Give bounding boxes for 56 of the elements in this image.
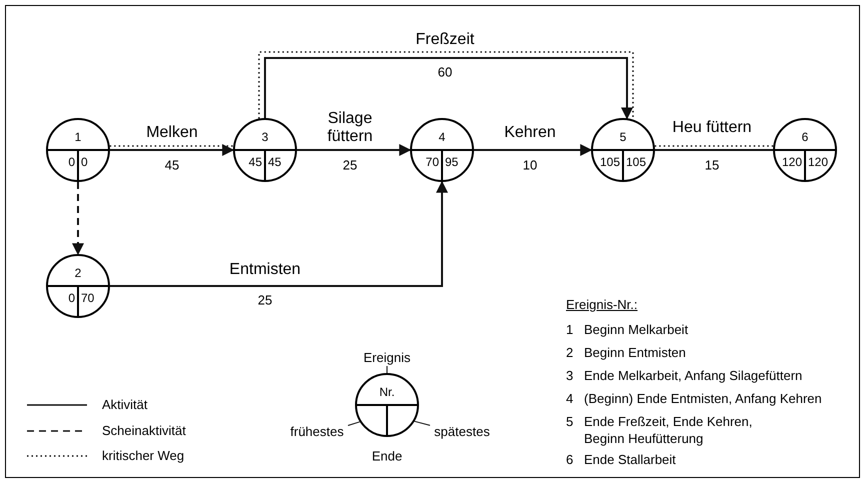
leader-line xyxy=(348,421,360,426)
note-text: Beginn Entmisten xyxy=(584,344,686,361)
note-text: 5 xyxy=(566,413,574,430)
latest-time: 105 xyxy=(626,155,646,169)
latest-time: 0 xyxy=(81,155,88,169)
duration-label: 25 xyxy=(258,292,272,308)
activity-arrow xyxy=(110,144,234,156)
note-text: 6 xyxy=(566,451,574,468)
earliest-time: 0 xyxy=(68,291,75,305)
event-number: Nr. xyxy=(379,385,395,399)
activity-line xyxy=(655,149,773,151)
note-text: Ende xyxy=(372,448,402,464)
event-number: 5 xyxy=(620,130,626,144)
critical-path-line xyxy=(110,145,234,147)
earliest-time: 0 xyxy=(68,155,75,169)
note-text: Beginn Melkarbeit xyxy=(584,321,688,338)
note-text: Ende Stallarbeit xyxy=(584,451,676,468)
list-heading: Ereignis-Nr.: xyxy=(566,296,638,313)
duration-label: 15 xyxy=(704,156,720,174)
legend-text: kritischer Weg xyxy=(102,447,184,464)
event-number: 2 xyxy=(74,266,82,280)
latest-time: 45 xyxy=(268,155,282,169)
dummy-activity-arrow xyxy=(72,182,84,256)
duration-label: 45 xyxy=(164,156,180,174)
duration-label: 25 xyxy=(342,156,358,174)
leader-line xyxy=(386,366,388,374)
activity-arrow xyxy=(474,144,592,156)
latest-time: 95 xyxy=(445,155,458,169)
activity-arrow xyxy=(110,180,448,287)
annotation-text: Ereignis xyxy=(360,349,414,366)
duration-label: 10 xyxy=(522,156,538,174)
legend-text: Aktivität xyxy=(102,396,148,413)
earliest-time: 105 xyxy=(600,155,620,169)
note-text: Ende Freßzeit, Ende Kehren, Beginn Heufütterung xyxy=(584,413,754,447)
note-text: 3 xyxy=(566,367,574,384)
event-number: 1 xyxy=(74,130,82,144)
earliest-time: 45 xyxy=(248,155,262,169)
activity-arrow xyxy=(297,144,412,156)
event-number: 3 xyxy=(262,130,268,144)
leader-line xyxy=(414,420,430,426)
latest-time: 120 xyxy=(808,155,828,169)
note-text: Ende Melkarbeit, Anfang Silagefüttern xyxy=(584,367,802,384)
annotation-text: frühestes xyxy=(286,423,348,440)
note-text: (Beginn) Ende Entmisten, Anfang Kehren xyxy=(584,390,822,407)
note-text: 4 xyxy=(566,390,574,407)
event-number: 6 xyxy=(802,130,808,144)
annotation-text: spätestes xyxy=(430,423,494,440)
critical-path-line xyxy=(654,145,774,147)
event-number: 4 xyxy=(438,130,446,144)
latest-time: 70 xyxy=(81,291,94,305)
note-text: 2 xyxy=(566,344,574,361)
note-text: 1 xyxy=(566,321,574,338)
earliest-time: 70 xyxy=(426,155,439,169)
earliest-time: 120 xyxy=(782,155,802,169)
legend-text: Scheinaktivität xyxy=(102,422,186,439)
duration-label: 60 xyxy=(438,64,452,80)
